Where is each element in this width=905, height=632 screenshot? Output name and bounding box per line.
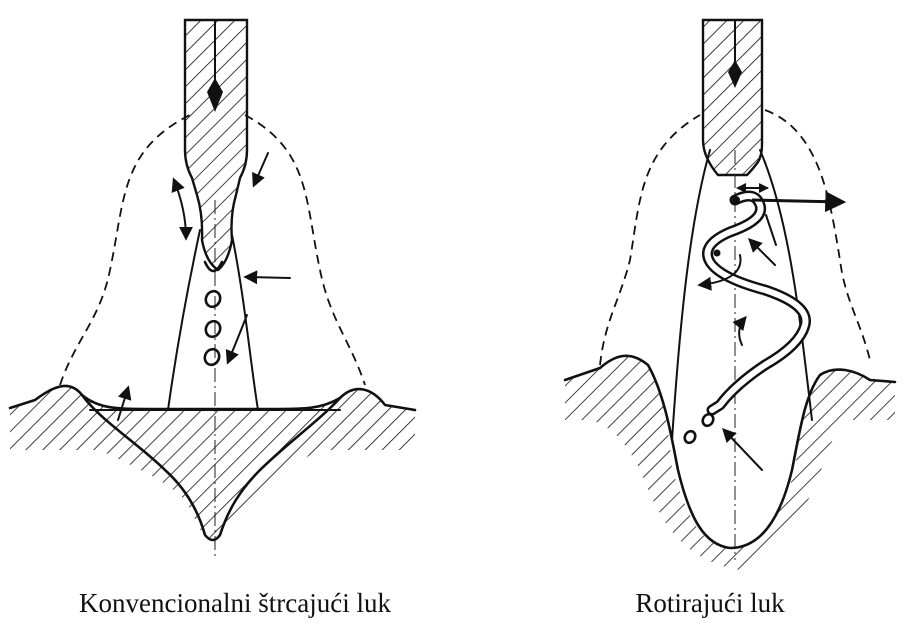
conventional-spray-arc-diagram	[10, 20, 415, 560]
left-droplets	[202, 262, 222, 367]
right-panel-caption: Rotirajući luk	[560, 588, 860, 619]
left-panel-caption: Konvencionalni štrcajući luk	[20, 588, 450, 619]
welding-arc-comparison-figure	[0, 0, 905, 580]
rotating-arc-diagram	[565, 20, 895, 570]
right-electrode-wire	[703, 20, 762, 175]
left-electrode-wire	[185, 20, 247, 270]
left-base-metal	[10, 386, 415, 541]
